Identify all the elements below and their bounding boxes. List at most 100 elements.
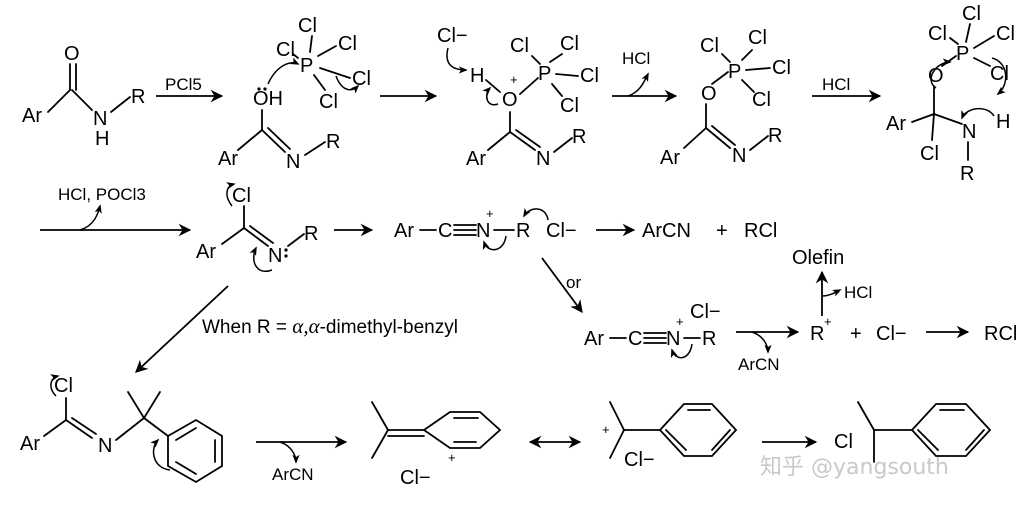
atom-cl: Cl xyxy=(920,143,939,165)
cumyl-chloride: Cl xyxy=(834,401,992,463)
cumyl-imidoyl-chloride: Cl Ar N xyxy=(20,374,223,484)
arrow-minus-arcn-2: ArCN xyxy=(256,435,348,484)
atom-cl: Cl xyxy=(700,35,719,57)
plus-sign: + xyxy=(716,220,728,242)
arrow-hcl: HCl xyxy=(812,75,882,103)
chloride-anion: Cl− xyxy=(400,467,431,489)
atom-h: H xyxy=(95,128,109,150)
atom-cl: Cl xyxy=(752,89,771,111)
atom-cl: Cl xyxy=(748,27,767,49)
atom-r: R xyxy=(516,220,530,242)
atom-ar: Ar xyxy=(394,220,414,242)
atom-n: N xyxy=(666,328,680,350)
nitrilium-cation: Ar C N + Cl− R xyxy=(584,301,721,359)
atom-cl: Cl xyxy=(996,23,1015,45)
atom-n: N xyxy=(476,220,490,242)
chloride-anion: Cl− xyxy=(624,449,655,471)
atom-c: C xyxy=(628,328,642,350)
reagent-hcl-pocl3: HCl, POCl3 xyxy=(58,185,146,204)
atom-h: H xyxy=(996,111,1010,133)
atom-ar: Ar xyxy=(218,148,238,170)
atom-o: O xyxy=(502,89,518,111)
plus-charge: + xyxy=(824,314,832,329)
arrow-pcl5: PCl5 xyxy=(156,75,224,103)
atom-r: R xyxy=(960,163,974,185)
atom-cl: Cl xyxy=(232,185,251,207)
atom-n: N xyxy=(98,435,112,457)
atom-cl: Cl xyxy=(352,68,371,90)
atom-cl: Cl xyxy=(338,33,357,55)
atom-cl: Cl xyxy=(962,3,981,25)
arrow-minus-hcl: HCl xyxy=(612,49,678,103)
reagent-arcn: ArCN xyxy=(738,355,780,374)
atom-cl: Cl xyxy=(54,375,73,397)
atom-n: N xyxy=(93,108,107,130)
atom-n: N xyxy=(962,121,976,143)
atom-cl: Cl xyxy=(580,65,599,87)
atom-o: O xyxy=(64,43,80,65)
tetrahedral-chloro-intermediate: O P Cl Cl Cl Cl Ar Cl N H R xyxy=(886,3,1015,185)
atom-p: P xyxy=(538,63,551,85)
atom-c: C xyxy=(438,220,452,242)
chloride-anion: Cl− xyxy=(876,323,907,345)
atom-cl: Cl xyxy=(772,57,791,79)
plus-charge: + xyxy=(676,314,684,329)
arrow-special-case: When R = α,α-dimethyl-benzyl xyxy=(135,285,458,373)
imidoyl-oxyphosphonium: O P Cl Cl Cl Cl Ar N R xyxy=(660,27,791,169)
plus-charge: + xyxy=(486,206,494,221)
condition-label: When R = α,α-dimethyl-benzyl xyxy=(202,314,458,338)
product-rcl: RCl xyxy=(744,220,777,242)
atom-cl: Cl xyxy=(276,39,295,61)
chloride-anion: Cl− xyxy=(690,301,721,323)
atom-r: R xyxy=(131,86,145,108)
atom-n: N xyxy=(268,245,282,267)
arrow-or-branch: or xyxy=(541,257,583,314)
product-rcl: RCl xyxy=(984,323,1017,345)
cumyl-cation-resonance-1: + Cl− xyxy=(371,401,502,489)
oxonium-pcl4-intermediate: Cl− H O + P Cl Cl Cl Cl Ar N R xyxy=(437,25,599,170)
cumyl-cation-resonance-2: + Cl− xyxy=(602,401,738,471)
atom-cl-minus: Cl− xyxy=(437,25,468,47)
atom-ar: Ar xyxy=(660,147,680,169)
arrow-minus-hcl-pocl3: HCl, POCl3 xyxy=(40,185,192,237)
reagent-hcl: HCl xyxy=(622,49,650,68)
atom-p: P xyxy=(300,55,313,77)
amide-starting-material: Ar O N H R xyxy=(22,43,145,150)
atom-r: R xyxy=(326,131,340,153)
atom-r: R xyxy=(572,126,586,148)
atom-ar: Ar xyxy=(584,328,604,350)
atom-cl: Cl xyxy=(928,23,947,45)
atom-r: R xyxy=(702,328,716,350)
plus-charge: + xyxy=(602,422,610,437)
atom-r: R xyxy=(304,223,318,245)
watermark: 知乎 @yangsouth xyxy=(760,455,949,480)
reagent-pcl5: PCl5 xyxy=(165,75,202,94)
product-olefin: Olefin xyxy=(792,247,844,269)
atom-r: R xyxy=(768,125,782,147)
imidic-acid-pcl5-complex: OH Ar N R P Cl Cl Cl Cl Cl xyxy=(218,15,371,173)
label-or: or xyxy=(566,273,581,292)
atom-ar: Ar xyxy=(20,433,40,455)
plus-charge: + xyxy=(448,450,456,465)
atom-cl: Cl xyxy=(560,33,579,55)
reagent-hcl: HCl xyxy=(844,283,872,302)
reagent-hcl: HCl xyxy=(822,75,850,94)
atom-n: N xyxy=(732,145,746,167)
atom-ar: Ar xyxy=(886,113,906,135)
atom-p: P xyxy=(728,61,741,83)
carbocation-r: R xyxy=(810,323,824,345)
chloride-anion: Cl− xyxy=(546,220,577,242)
reagent-arcn: ArCN xyxy=(272,465,314,484)
atom-ar: Ar xyxy=(196,241,216,263)
atom-cl: Cl xyxy=(510,35,529,57)
atom-oh: OH xyxy=(253,88,283,110)
atom-n: N xyxy=(286,151,300,173)
atom-ar: Ar xyxy=(466,148,486,170)
atom-cl: Cl xyxy=(834,431,853,453)
plus-sign: + xyxy=(850,323,862,345)
atom-o: O xyxy=(701,83,717,105)
elimination-to-olefin: HCl Olefin xyxy=(792,247,872,316)
nitrilium-chloride-pair: Ar C N + R Cl− xyxy=(394,206,577,251)
atom-p: P xyxy=(956,43,969,65)
